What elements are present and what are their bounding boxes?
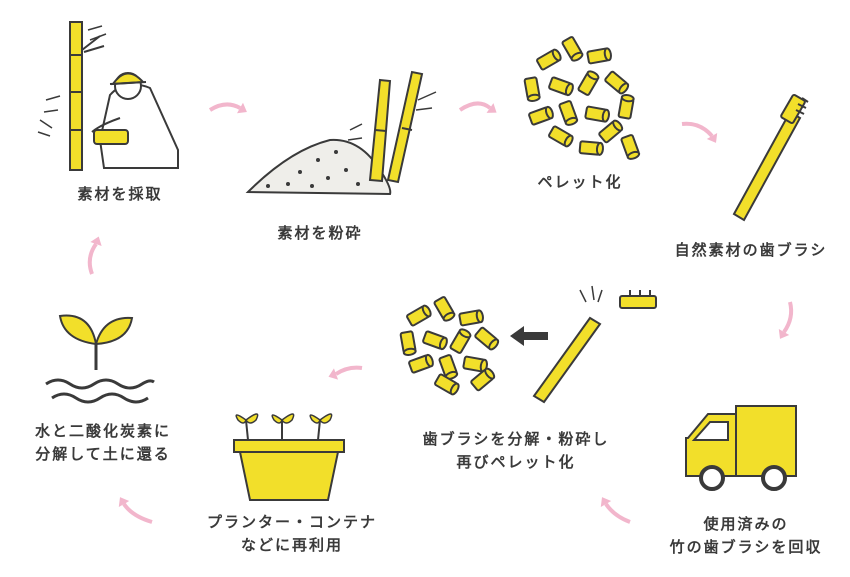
step-pellet-label: ペレット化 bbox=[510, 171, 650, 194]
truck-icon bbox=[685, 405, 797, 491]
step-planter-line1: プランター・コンテナ bbox=[206, 513, 377, 531]
step-planter-label: プランター・コンテナ などに再利用 bbox=[182, 511, 402, 557]
broken-toothbrush-icon bbox=[532, 285, 657, 404]
step-decompose-line1: 水と二酸化炭素に bbox=[34, 422, 171, 440]
cycle-arrow-icon bbox=[87, 101, 794, 524]
left-arrow-icon bbox=[510, 326, 548, 346]
step-decompose-label: 水と二酸化炭素に 分解して土に還る bbox=[8, 420, 198, 466]
worker-harvesting-bamboo-icon bbox=[37, 21, 179, 171]
cycle-arrow-icon bbox=[237, 102, 250, 118]
step-recycle-label: 歯ブラシを分解・粉砕し 再びペレット化 bbox=[396, 428, 636, 474]
step-recycle-line2: 再びペレット化 bbox=[456, 453, 576, 471]
step-collect-line1: 使用済みの bbox=[703, 515, 789, 533]
step-planter-line2: などに再利用 bbox=[240, 536, 343, 554]
step-harvest-label: 素材を採取 bbox=[50, 183, 190, 206]
step-decompose-line2: 分解して土に還る bbox=[35, 445, 171, 463]
step-harvest-text: 素材を採取 bbox=[77, 185, 163, 203]
step-pellet-text: ペレット化 bbox=[537, 173, 623, 191]
step-toothbrush-label: 自然素材の歯ブラシ bbox=[656, 239, 846, 262]
step-collect-line2: 竹の歯ブラシを回収 bbox=[669, 538, 823, 556]
step-crush-label: 素材を粉砕 bbox=[250, 222, 390, 245]
planter-icon bbox=[233, 413, 345, 501]
step-crush-text: 素材を粉砕 bbox=[277, 224, 363, 242]
bamboo-icon bbox=[347, 70, 437, 184]
cycle-arrow-icon bbox=[326, 368, 339, 383]
toothbrush-icon bbox=[732, 93, 809, 222]
pellets-icon bbox=[523, 35, 642, 162]
cycle-arrow-icon bbox=[90, 234, 105, 247]
step-collect-label: 使用済みの 竹の歯ブラシを回収 bbox=[646, 513, 846, 559]
powder-pile-icon bbox=[245, 138, 392, 196]
step-recycle-line1: 歯ブラシを分解・粉砕し bbox=[422, 430, 610, 448]
sprout-icon bbox=[45, 314, 155, 404]
pellets-icon bbox=[399, 295, 501, 397]
step-toothbrush-text: 自然素材の歯ブラシ bbox=[674, 241, 828, 259]
